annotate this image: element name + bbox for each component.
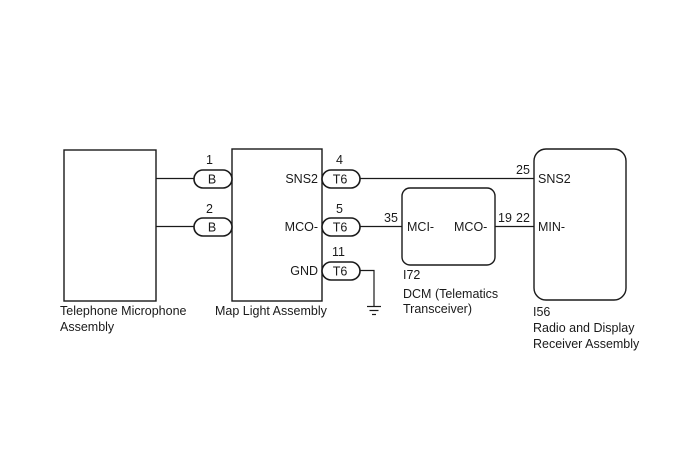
dcm-pin-mco: MCO- (454, 220, 487, 234)
dcm-pin-number-mci: 35 (384, 211, 398, 225)
connector-b-pin1: B (193, 169, 233, 189)
pin-number-t6-4: 4 (336, 153, 343, 167)
radio-pin-sns2: SNS2 (538, 172, 571, 186)
dcm-pin-mci: MCI- (407, 220, 434, 234)
connector-t6-pin5: T6 (321, 217, 361, 237)
map-light-name: Map Light Assembly (215, 304, 328, 318)
radio-code: I56 (533, 305, 550, 319)
connector-t6-pin4: T6 (321, 169, 361, 189)
pin-number-b2: 2 (206, 202, 213, 216)
telephone-microphone-name-line1: Telephone Microphone (60, 304, 187, 318)
radio-name-line2: Receiver Assembly (533, 337, 640, 351)
telephone-microphone-box (63, 149, 157, 302)
map-light-pin-mco: MCO- (285, 220, 318, 234)
ground-symbol-icon (367, 305, 381, 316)
dcm-code: I72 (403, 268, 420, 282)
dcm-name-line2: Transceiver) (403, 302, 472, 316)
connector-t6-pin11-label: T6 (333, 265, 348, 279)
telephone-microphone-name-line2: Assembly (60, 320, 115, 334)
radio-pin-number-sns2: 25 (516, 163, 530, 177)
map-light-box (231, 148, 323, 302)
connector-b-pin2-label: B (208, 221, 216, 235)
pin-number-t6-11: 11 (332, 245, 345, 259)
pin-number-b1: 1 (206, 153, 213, 167)
pin-number-t6-5: 5 (336, 202, 343, 216)
connector-b-pin1-label: B (208, 173, 216, 187)
radio-box (533, 148, 627, 301)
radio-pin-min: MIN- (538, 220, 565, 234)
map-light-pin-gnd: GND (290, 264, 318, 278)
connector-b-pin2: B (193, 217, 233, 237)
wire-gnd (358, 269, 375, 306)
connector-t6-pin5-label: T6 (333, 221, 348, 235)
connector-t6-pin11: T6 (321, 261, 361, 281)
map-light-pin-sns2: SNS2 (285, 172, 318, 186)
dcm-pin-number-mco: 19 (498, 211, 512, 225)
connector-t6-pin4-label: T6 (333, 173, 348, 187)
radio-name-line1: Radio and Display (533, 321, 635, 335)
radio-pin-number-min: 22 (516, 211, 530, 225)
dcm-name-line1: DCM (Telematics (403, 287, 498, 301)
